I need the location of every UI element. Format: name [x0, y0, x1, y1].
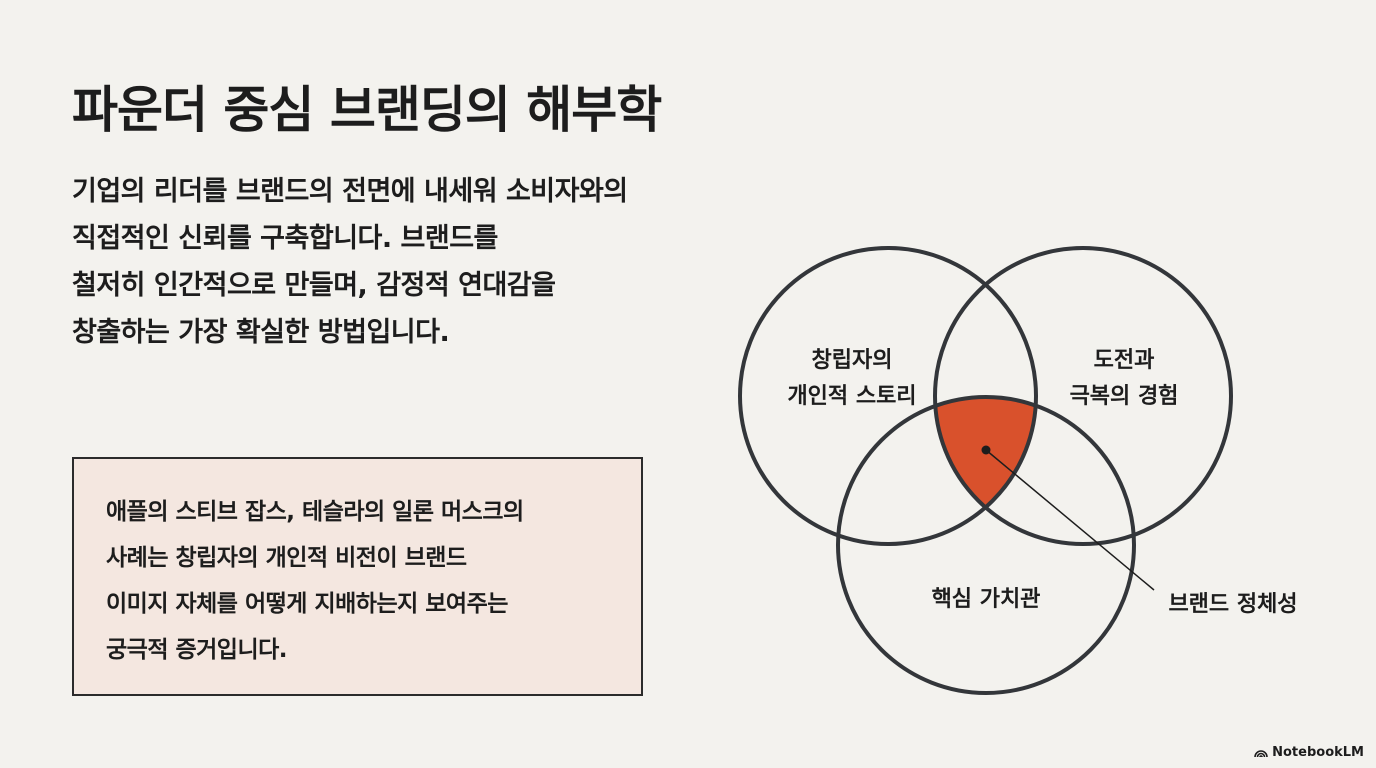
notebooklm-logo: NotebookLM [1254, 745, 1364, 760]
venn-circle-core-values [836, 395, 1136, 695]
venn-label-core-values: 핵심 가치관 [932, 582, 1041, 618]
lead-line: 기업의 리더를 브랜드의 전면에 내세워 소비자와의 [72, 176, 628, 207]
venn-circle-founder-story [738, 246, 1038, 546]
label-line: 도전과 [1093, 348, 1155, 373]
callout-line: 사례는 창립자의 개인적 비전이 브랜드 [106, 545, 467, 571]
page-title: 파운더 중심 브랜딩의 해부학 [72, 81, 662, 139]
venn-label-founder-story: 창립자의 개인적 스토리 [787, 343, 916, 415]
label-line: 창립자의 [811, 348, 893, 373]
lead-line: 창출하는 가장 확실한 방법입니다. [72, 317, 450, 348]
lead-line: 직접적인 신뢰를 구축합니다. 브랜드를 [72, 223, 498, 254]
example-callout-box: 애플의 스티브 잡스, 테슬라의 일론 머스크의 사례는 창립자의 개인적 비전… [72, 457, 643, 696]
leader-dot [981, 445, 991, 455]
lead-paragraph: 기업의 리더를 브랜드의 전면에 내세워 소비자와의 직접적인 신뢰를 구축합니… [72, 168, 712, 356]
logo-text: NotebookLM [1272, 745, 1364, 760]
callout-line: 이미지 자체를 어떻게 지배하는지 보여주는 [106, 591, 508, 617]
callout-line: 궁극적 증거입니다. [106, 637, 288, 663]
venn-label-challenge: 도전과 극복의 경험 [1070, 343, 1179, 415]
leader-line [985, 449, 1155, 591]
lead-line: 철저히 인간적으로 만들며, 감정적 연대감을 [72, 270, 556, 301]
label-line: 극복의 경험 [1069, 384, 1179, 409]
brand-identity-label: 브랜드 정체성 [1168, 592, 1298, 617]
venn-circle-challenge [933, 246, 1233, 546]
notebooklm-icon [1254, 750, 1268, 758]
label-line: 핵심 가치관 [931, 587, 1041, 612]
label-line: 개인적 스토리 [787, 384, 917, 409]
callout-line: 애플의 스티브 잡스, 테슬라의 일론 머스크의 [106, 499, 524, 525]
